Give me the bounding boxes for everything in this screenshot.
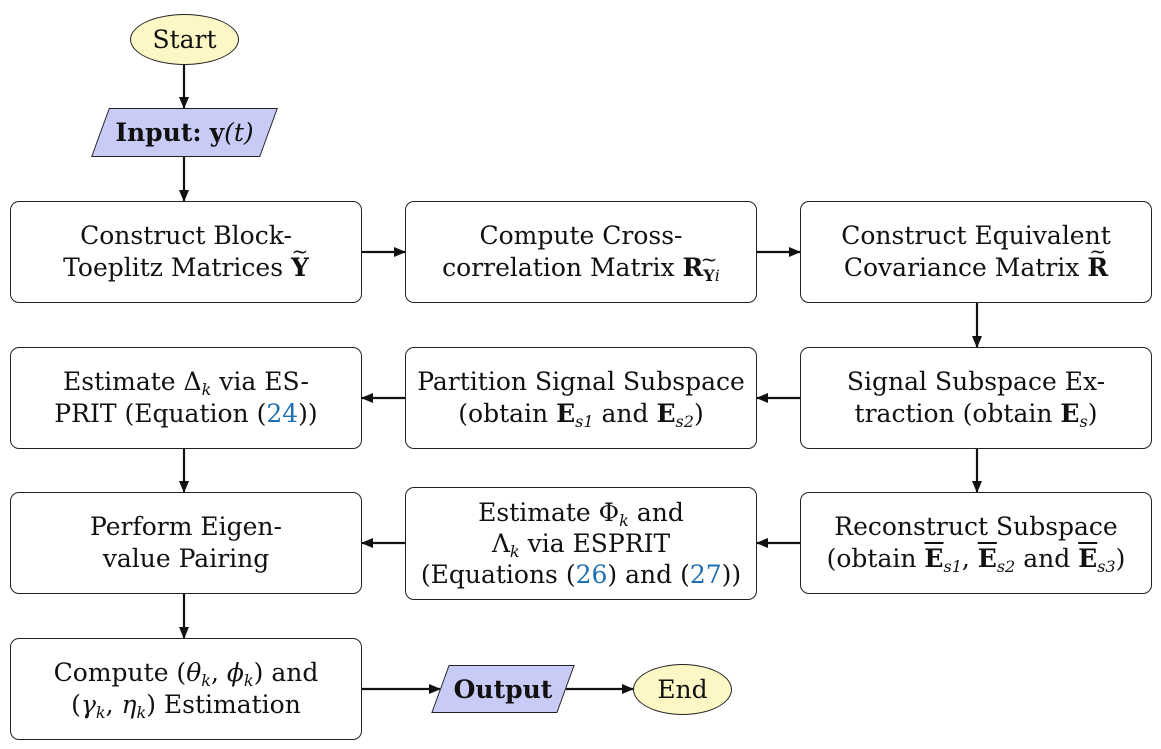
construct-block-toeplitz-box: Construct Block- Toeplitz Matrices Y bbox=[10, 201, 362, 303]
y-tilde-symbol: Y bbox=[291, 252, 309, 284]
construct-block-line2: Toeplitz Matrices Y bbox=[63, 252, 309, 284]
r-symbol: R bbox=[682, 253, 704, 282]
equation-ref-24[interactable]: 24 bbox=[266, 399, 299, 428]
construct-block-line1: Construct Block- bbox=[80, 221, 292, 250]
estimate-phi-lambda-box: Estimate Φk and Λk via ESPRIT (Equations… bbox=[405, 487, 757, 600]
estimate-delta-line2: PRIT (Equation (24)) bbox=[54, 399, 318, 428]
start-terminal: Start bbox=[130, 14, 239, 65]
eigenvalue-pairing-box: Perform Eigen- value Pairing bbox=[10, 492, 362, 594]
compute-cross-line1: Compute Cross- bbox=[479, 221, 683, 250]
estimate-phi-line3: (Equations (26) and (27)) bbox=[420, 560, 742, 589]
input-label: Input: bbox=[115, 118, 202, 147]
reconstruct-line1: Reconstruct Subspace bbox=[834, 512, 1118, 541]
construct-equiv-line1: Construct Equivalent bbox=[841, 221, 1111, 250]
eigen-line1: Perform Eigen- bbox=[90, 512, 282, 541]
input-var: y bbox=[209, 118, 225, 147]
reconstruct-subspace-box: Reconstruct Subspace (obtain Es1, Es2 an… bbox=[800, 492, 1152, 594]
r-tilde-symbol: R bbox=[1087, 252, 1108, 284]
compute-cross-correlation-box: Compute Cross- correlation Matrix RYi bbox=[405, 201, 757, 303]
estimate-phi-line2: Λk via ESPRIT bbox=[491, 529, 671, 561]
estimate-phi-line1: Estimate Φk and bbox=[478, 498, 684, 530]
equation-ref-26[interactable]: 26 bbox=[575, 560, 608, 589]
compute-angles-box: Compute (θk, ϕk) and (γk, ηk) Estimation bbox=[10, 638, 362, 740]
compute-cross-line2: correlation Matrix RYi bbox=[442, 253, 720, 285]
input-arg: (t) bbox=[224, 118, 254, 147]
construct-equiv-line2: Covariance Matrix R bbox=[844, 252, 1108, 284]
signal-subspace-line2: traction (obtain Es) bbox=[854, 399, 1098, 431]
partition-signal-subspace-box: Partition Signal Subspace (obtain Es1 an… bbox=[405, 347, 757, 449]
output-label: Output bbox=[453, 674, 553, 704]
reconstruct-line2: (obtain Es1, Es2 and Es3) bbox=[826, 544, 1126, 576]
start-label: Start bbox=[152, 25, 217, 54]
end-terminal: End bbox=[633, 664, 732, 715]
estimate-delta-line1: Estimate Δk via ES- bbox=[63, 367, 309, 399]
compute-angles-line1: Compute (θk, ϕk) and bbox=[53, 658, 319, 690]
equation-ref-27[interactable]: 27 bbox=[689, 560, 722, 589]
partition-line1: Partition Signal Subspace bbox=[417, 367, 745, 396]
construct-equivalent-covariance-box: Construct Equivalent Covariance Matrix R bbox=[800, 201, 1152, 303]
eigen-line2: value Pairing bbox=[102, 544, 270, 573]
output-node: Output bbox=[440, 665, 566, 713]
signal-subspace-extraction-box: Signal Subspace Ex- traction (obtain Es) bbox=[800, 347, 1152, 449]
partition-line2: (obtain Es1 and Es2) bbox=[458, 399, 704, 431]
input-node: Input: y(t) bbox=[100, 108, 269, 157]
signal-subspace-line1: Signal Subspace Ex- bbox=[846, 367, 1106, 396]
estimate-delta-box: Estimate Δk via ES- PRIT (Equation (24)) bbox=[10, 347, 362, 449]
end-label: End bbox=[657, 675, 708, 704]
compute-angles-line2: (γk, ηk) Estimation bbox=[71, 690, 301, 722]
input-text: Input: y(t) bbox=[115, 118, 253, 147]
